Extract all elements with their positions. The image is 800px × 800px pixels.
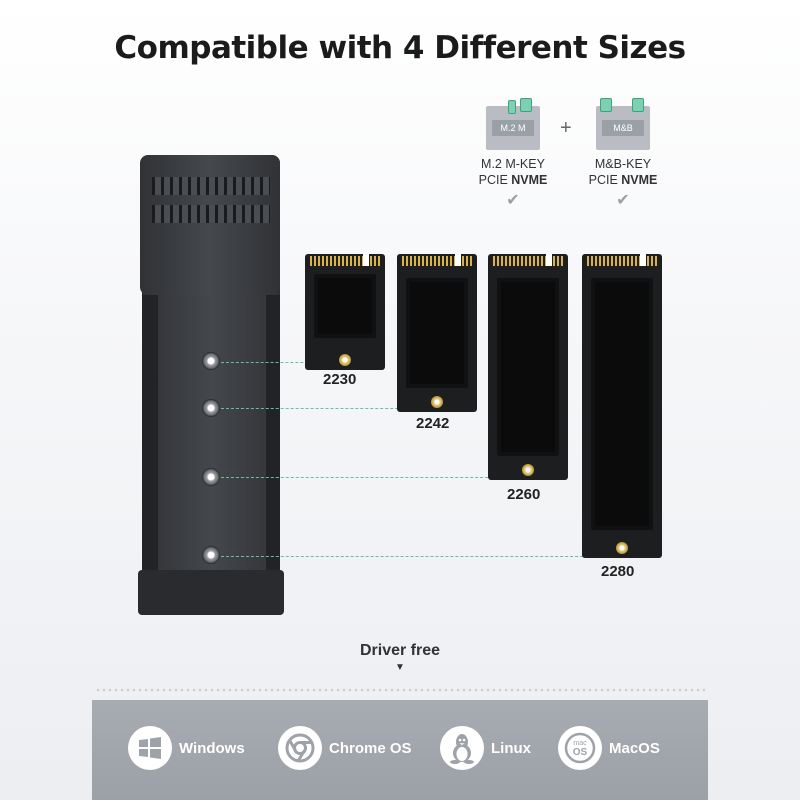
m-key-ssd-icon: M.2 M bbox=[482, 96, 544, 154]
check-icon: ✔ bbox=[506, 192, 520, 209]
key-type-name: M.2 M-KEY bbox=[481, 157, 545, 171]
ssd-2230 bbox=[305, 254, 385, 370]
key-type-interface: PCIE NVME bbox=[588, 173, 658, 187]
size-label-2242: 2242 bbox=[416, 415, 450, 432]
key-type-m-key: M.2 M M.2 M-KEY PCIE NVME ✔ bbox=[458, 96, 568, 210]
driver-free-label: Driver free bbox=[359, 642, 441, 659]
screw-2242 bbox=[202, 399, 220, 417]
windows-icon bbox=[128, 726, 172, 770]
guide-line-2230 bbox=[221, 362, 333, 363]
key-icon-label: M.2 M bbox=[492, 120, 534, 136]
key-icon-label: M&B bbox=[602, 120, 644, 136]
svg-text:mac: mac bbox=[573, 740, 587, 747]
check-icon: ✔ bbox=[616, 192, 630, 209]
size-label-2230: 2230 bbox=[323, 371, 357, 388]
ssd-2242 bbox=[397, 254, 477, 412]
screw-2230 bbox=[202, 352, 220, 370]
guide-line-2280 bbox=[221, 556, 618, 557]
size-label-2260: 2260 bbox=[507, 486, 541, 503]
chrome-icon bbox=[278, 726, 322, 770]
os-compatibility-bar: Windows Chrome OS Linux bbox=[92, 700, 708, 800]
os-item-macos: mac OS MacOS bbox=[558, 725, 660, 771]
ssd-enclosure-image bbox=[130, 155, 290, 615]
size-label-2280: 2280 bbox=[601, 563, 635, 580]
ssd-2280 bbox=[582, 254, 662, 558]
os-label: Chrome OS bbox=[329, 739, 412, 757]
page-title: Compatible with 4 Different Sizes bbox=[114, 30, 686, 66]
svg-text:OS: OS bbox=[573, 747, 588, 758]
key-type-mb-key: M&B M&B-KEY PCIE NVME ✔ bbox=[568, 96, 678, 210]
screw-2260 bbox=[202, 468, 220, 486]
ssd-2260 bbox=[488, 254, 568, 480]
os-label: Linux bbox=[491, 739, 531, 757]
os-item-chrome: Chrome OS bbox=[278, 725, 412, 771]
mb-key-ssd-icon: M&B bbox=[592, 96, 654, 154]
guide-line-2242 bbox=[221, 408, 433, 409]
screw-2280 bbox=[202, 546, 220, 564]
key-type-name: M&B-KEY bbox=[594, 157, 652, 171]
linux-icon bbox=[440, 726, 484, 770]
os-item-windows: Windows bbox=[128, 725, 245, 771]
os-item-linux: Linux bbox=[440, 725, 531, 771]
down-arrow-icon: ▼ bbox=[395, 662, 405, 673]
guide-line-2260 bbox=[221, 477, 523, 478]
os-label: MacOS bbox=[609, 739, 660, 757]
dotted-divider bbox=[95, 688, 705, 692]
macos-icon: mac OS bbox=[558, 726, 602, 770]
os-label: Windows bbox=[179, 739, 245, 757]
key-type-interface: PCIE NVME bbox=[478, 173, 548, 187]
plus-sign: + bbox=[560, 117, 572, 139]
